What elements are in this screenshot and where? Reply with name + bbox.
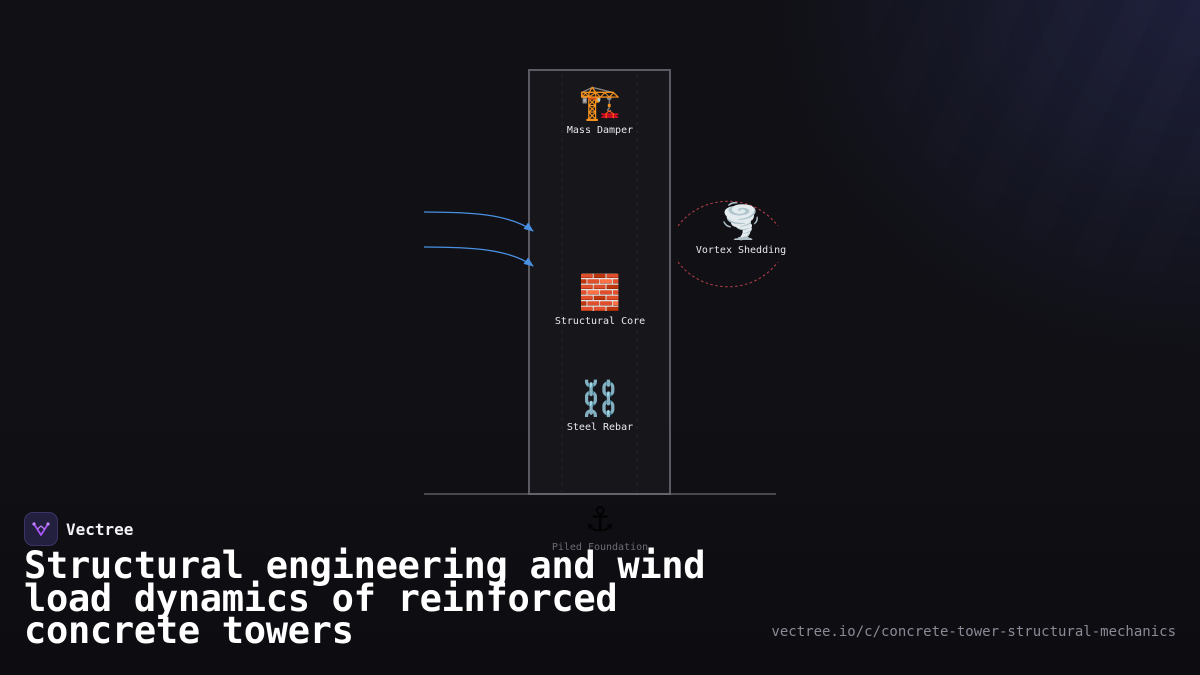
vortex-shedding-label: Vortex Shedding (695, 245, 787, 256)
structural-core-label: Structural Core (554, 316, 646, 327)
mass-damper-label: Mass Damper (566, 125, 634, 136)
tornado-icon: 🌪️ (719, 202, 763, 242)
page-url[interactable]: vectree.io/c/concrete-tower-structural-m… (771, 624, 1176, 640)
steel-rebar-label: Steel Rebar (566, 422, 634, 433)
construction-crane-icon: 🏗️ (578, 83, 622, 123)
vectree-logo-mark (32, 522, 50, 536)
brick-icon: 🧱 (578, 273, 622, 313)
piled-foundation-label: Piled Foundation (551, 542, 649, 553)
brand[interactable]: Vectree (24, 512, 133, 546)
vortex-curve-lower (677, 261, 779, 288)
chain-icon: ⛓️ (578, 379, 622, 419)
vortex-curve-upper (677, 200, 779, 227)
wind-arrow-upper (423, 211, 534, 232)
vectree-logo-icon (24, 512, 58, 546)
anchor-icon: ⚓ (584, 500, 616, 540)
page-title: Structural engineering and wind load dyn… (24, 544, 706, 652)
brand-name: Vectree (66, 519, 134, 539)
wind-arrow-lower (423, 246, 534, 267)
